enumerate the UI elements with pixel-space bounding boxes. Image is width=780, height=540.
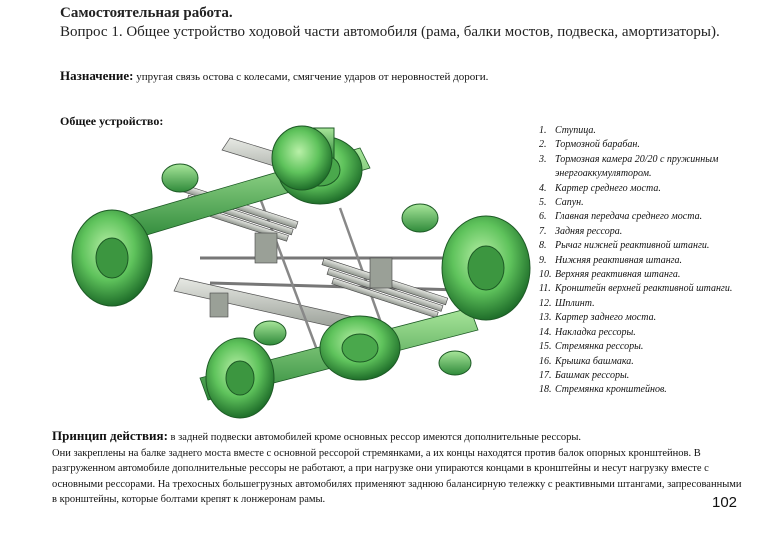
list-item: 11.Кронштейн верхней реактивной штанги. bbox=[539, 283, 733, 295]
wheel-hubs bbox=[71, 125, 531, 419]
slide-title: Самостоятельная работа. Вопрос 1. Общее … bbox=[60, 4, 760, 42]
list-item: 5.Сапун. bbox=[539, 197, 584, 209]
brake-chambers bbox=[161, 163, 472, 376]
principle-text: Они закреплены на балке заднего моста вм… bbox=[52, 447, 742, 506]
list-item: 6.Главная передача среднего моста. bbox=[539, 211, 703, 223]
suspension-illustration bbox=[71, 125, 531, 419]
purpose-section: Назначение: упругая связь остова с колес… bbox=[60, 68, 760, 84]
purpose-text: упругая связь остова с колесами, смягчен… bbox=[136, 71, 489, 83]
list-item: 3.Тормозная камера 20/20 с пружинным эне… bbox=[539, 153, 719, 180]
list-item: 15.Стремянка рессоры. bbox=[539, 341, 644, 353]
general-structure-label: Общее устройство: bbox=[60, 114, 164, 128]
list-item: 9.Нижняя реактивная штанга. bbox=[539, 254, 683, 266]
list-item: 16.Крышка башмака. bbox=[539, 355, 634, 367]
list-item: 1.Ступица. bbox=[539, 125, 596, 136]
title-heading: Самостоятельная работа. bbox=[60, 5, 233, 21]
page-number: 102 bbox=[712, 494, 738, 511]
list-item: 4.Картер среднего моста. bbox=[539, 182, 661, 194]
principle-text-first: в задней подвески автомобилей кроме осно… bbox=[170, 432, 582, 443]
parts-list: 1.Ступица. 2.Тормозной барабан. 3.Тормоз… bbox=[539, 124, 774, 398]
list-item: 13.Картер заднего моста. bbox=[539, 312, 657, 324]
list-item: 17.Башмак рессоры. bbox=[539, 369, 630, 381]
principle-label: Принцип действия: bbox=[52, 428, 168, 443]
list-item: 12.Шплинт. bbox=[539, 297, 595, 309]
list-item: 7.Задняя рессора. bbox=[539, 225, 623, 237]
principle-section: Принцип действия: в задней подвески авто… bbox=[52, 428, 742, 508]
purpose-label: Назначение: bbox=[60, 68, 134, 83]
list-item: 2.Тормозной барабан. bbox=[539, 139, 640, 151]
list-item: 18.Стремянка кронштейнов. bbox=[539, 384, 667, 396]
list-item: 10.Верхняя реактивная штанга. bbox=[539, 269, 681, 281]
question-text: Вопрос 1. Общее устройство ходовой части… bbox=[60, 24, 720, 40]
list-item: 8.Рычаг нижней реактивной штанги. bbox=[539, 240, 710, 252]
list-item: 14.Накладка рессоры. bbox=[539, 326, 636, 338]
frame-brackets bbox=[209, 232, 393, 318]
